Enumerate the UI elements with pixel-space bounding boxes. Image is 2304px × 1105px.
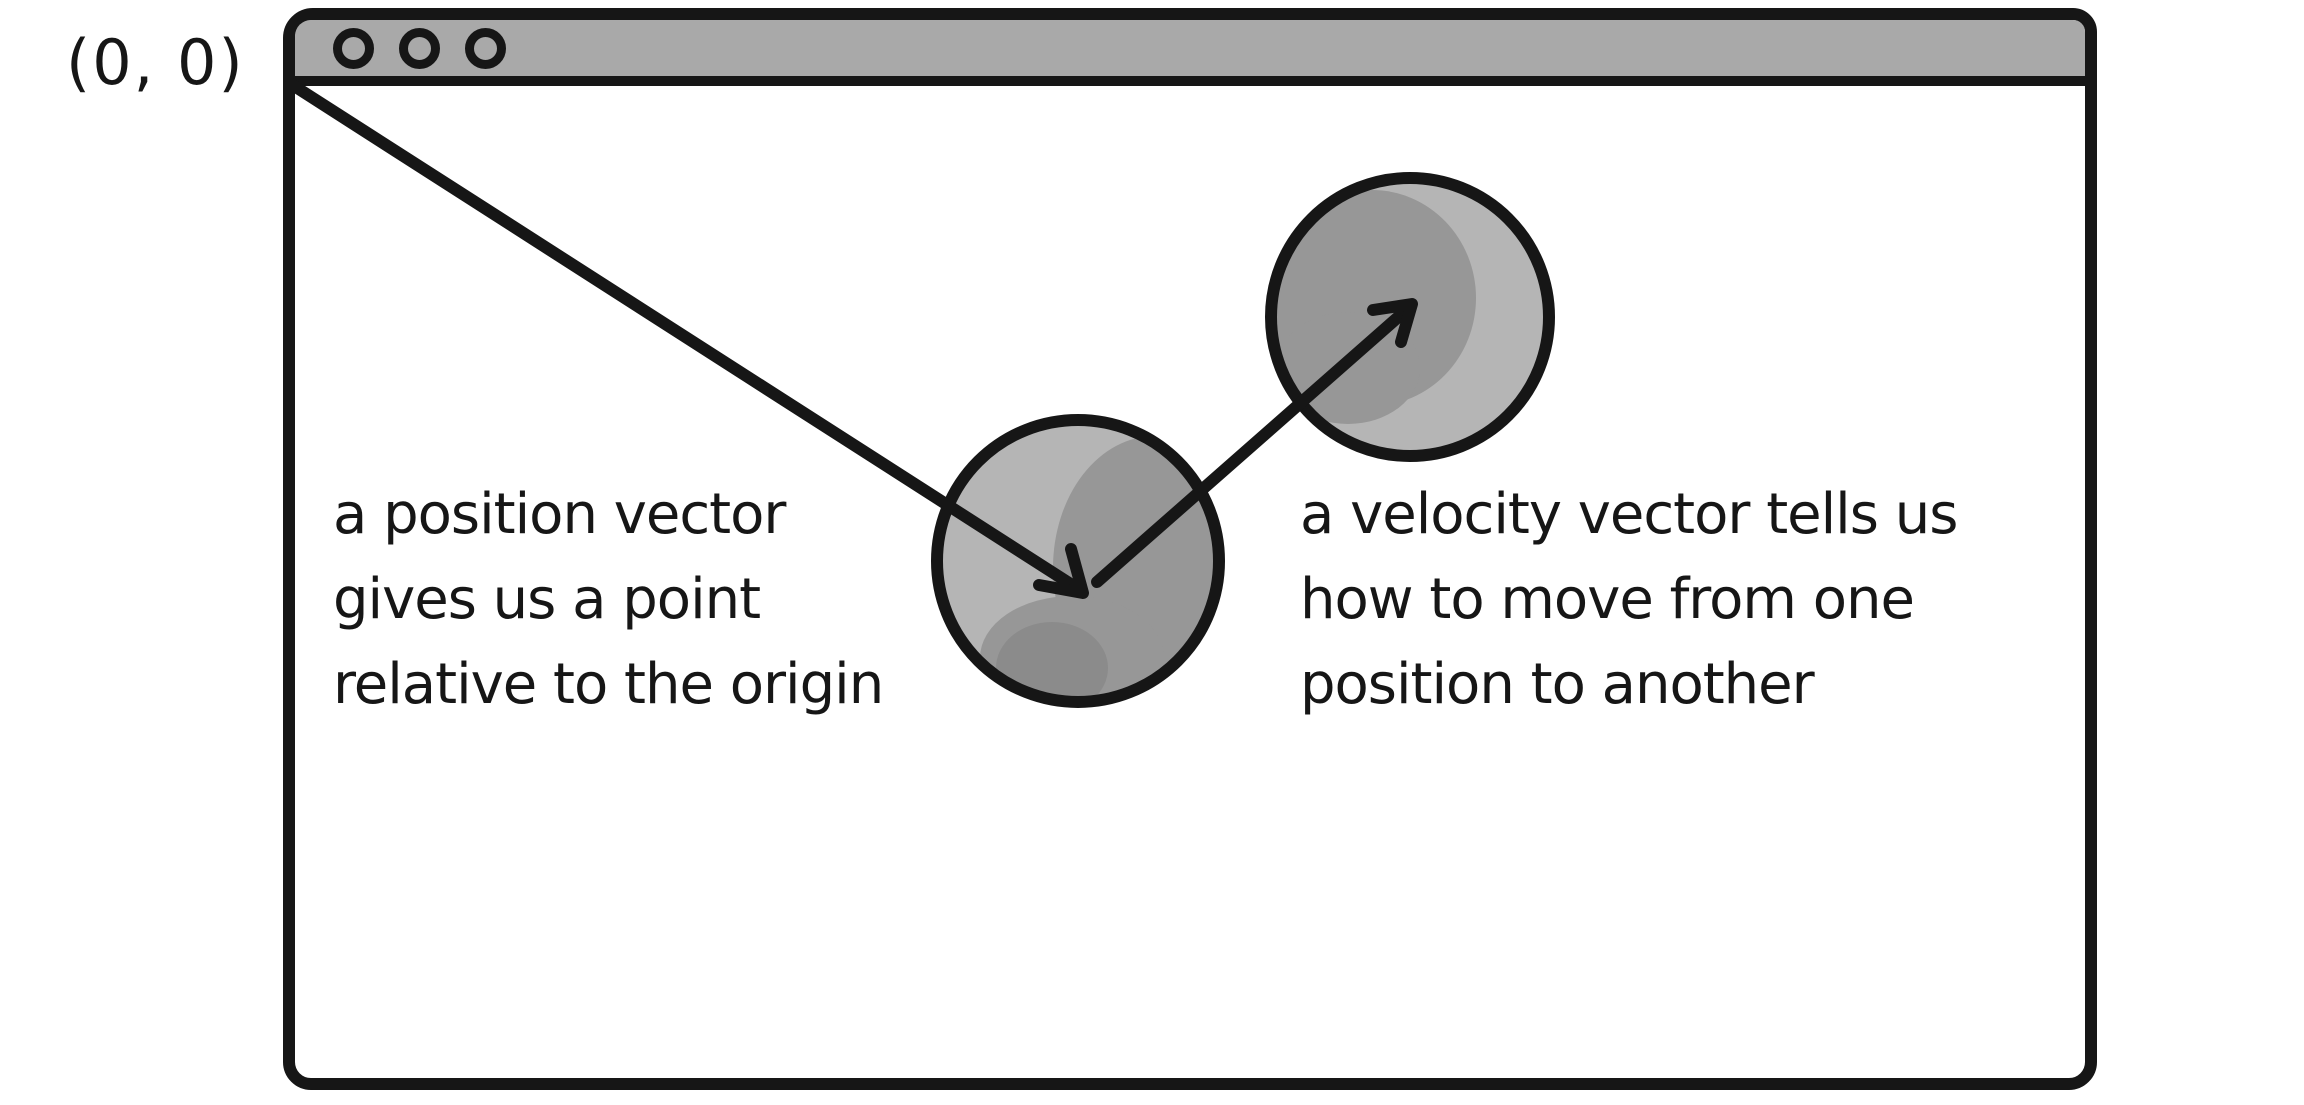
caption-line: how to move from one — [1300, 567, 1915, 632]
caption-line: position to another — [1300, 652, 1815, 717]
position-vector-caption: a position vector gives us a point relat… — [333, 472, 884, 727]
origin-coordinate-label: (0, 0) — [66, 26, 245, 99]
window-button-circle-icon — [333, 27, 374, 69]
caption-line: a position vector — [333, 482, 786, 547]
caption-line: relative to the origin — [333, 652, 884, 717]
caption-line: gives us a point — [333, 567, 761, 632]
velocity-vector-caption: a velocity vector tells us how to move f… — [1300, 472, 1958, 727]
window-button-circle-icon — [465, 27, 506, 69]
window-titlebar — [295, 20, 2085, 86]
window-button-circle-icon — [399, 27, 440, 69]
caption-line: a velocity vector tells us — [1300, 482, 1958, 547]
